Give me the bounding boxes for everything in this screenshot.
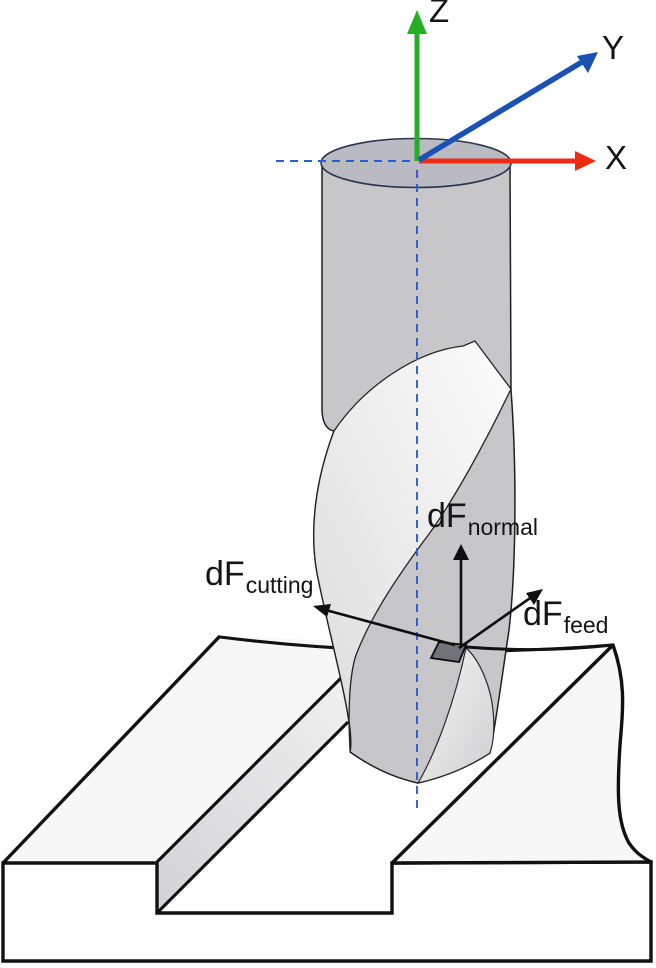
cutting-force-symbol: dF	[205, 555, 245, 593]
force-vectors	[313, 544, 543, 663]
slot-floor-edge	[155, 720, 350, 915]
chip-element	[429, 641, 468, 663]
z-axis-arrowhead-icon	[407, 10, 427, 34]
feed-force-label: dFfeed	[523, 595, 608, 637]
end-mill-tool	[313, 137, 516, 784]
normal-force-label: dFnormal	[427, 497, 538, 539]
cutting-force-arrowhead-icon	[313, 604, 331, 617]
feed-force-arrowhead-icon	[526, 589, 543, 605]
normal-force-subscript: normal	[467, 514, 538, 540]
tool-centerlines	[276, 160, 418, 810]
cutting-force-subscript: cutting	[245, 572, 314, 598]
y-axis-label: Y	[602, 29, 625, 66]
workpiece	[1, 634, 653, 963]
slot-wall-top-edge	[155, 676, 343, 864]
x-axis-label: X	[605, 139, 628, 176]
y-axis-line	[417, 59, 584, 163]
flute-highlight-upper	[313, 340, 512, 751]
x-axis-arrowhead-icon	[575, 151, 596, 171]
cutting-force-label: dFcutting	[205, 555, 313, 597]
z-axis-label: Z	[429, 0, 450, 29]
slot-left-wall	[157, 678, 348, 913]
coordinate-axes	[407, 10, 598, 171]
feed-force-symbol: dF	[523, 595, 563, 633]
workpiece-top-right-face	[390, 643, 653, 865]
workpiece-top-left-face	[3, 636, 344, 863]
workpiece-left-top-edge	[1, 634, 222, 865]
normal-force-arrowhead-icon	[453, 544, 469, 560]
workpiece-back-edge-front-segment	[465, 643, 614, 652]
flute-highlight-lower	[416, 646, 495, 784]
y-axis-arrowhead-icon	[577, 52, 598, 73]
cutting-force-arrow	[321, 607, 456, 647]
workpiece-front-face	[1, 860, 653, 963]
feed-force-arrow	[458, 594, 534, 650]
feed-force-subscript: feed	[563, 612, 609, 638]
normal-force-symbol: dF	[427, 497, 467, 535]
